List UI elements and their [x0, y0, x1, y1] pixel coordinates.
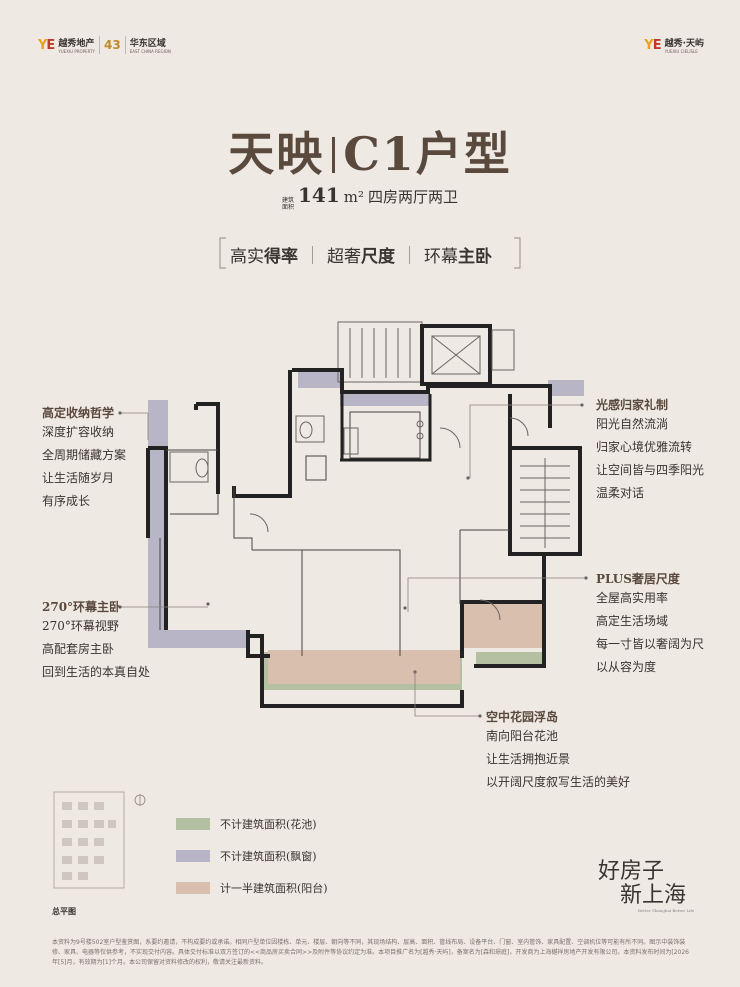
region-name-en: EAST CHINA REGION [129, 49, 171, 54]
legend-swatch [176, 882, 210, 894]
callout-entry: 光感归家礼制 阳光自然流淌 归家心境优雅流转 让空间皆与四季阳光 温柔对话 [596, 398, 705, 500]
callout-storage: 高定收纳哲学 深度扩容收纳 全周期储藏方案 让生活随岁月 有序成长 [42, 406, 127, 508]
brand-name: 越秀地产 [58, 39, 95, 49]
feature-tags: 高实得率 超奢尺度 环幕主卧 [218, 236, 522, 270]
project-name: 越秀·天屿 [664, 39, 704, 49]
project-logo: YE 越秀·天屿 YUEXIU CIELISLE [644, 36, 704, 55]
tag-3: 环幕主卧 [424, 247, 492, 267]
tag-2: 超奢尺度 [327, 247, 395, 267]
ye-logo-icon: YE [644, 37, 661, 53]
site-plan-label: 总平图 [52, 906, 76, 916]
logo-divider [124, 36, 126, 54]
legend-swatch [176, 850, 210, 862]
callout-plus: PLUS奢居尺度 全屋高实用率 高定生活场域 每一寸皆以奢阔为尺 以从容为度 [596, 572, 705, 674]
tag-bracket [219, 237, 521, 269]
legend-swatch [176, 818, 210, 830]
callout-heading: 270°环幕主卧 [42, 600, 122, 614]
area-unit: m² [343, 188, 364, 206]
layout-text: 四房两厅两卫 [368, 188, 459, 206]
anniversary-badge: 43 [103, 38, 121, 52]
legend-item: 不计建筑面积(花池) [176, 816, 328, 832]
balcony [268, 650, 460, 684]
area-line: 建筑面积 141 m² 四房两厅两卫 [281, 183, 459, 211]
logo-divider [98, 36, 100, 54]
legend-item: 不计建筑面积(飘窗) [176, 848, 328, 864]
callout-heading: 光感归家礼制 [596, 398, 669, 412]
legend: 不计建筑面积(花池) 不计建筑面积(飘窗) 计一半建筑面积(阳台) [176, 816, 328, 896]
legend-item: 计一半建筑面积(阳台) [176, 880, 328, 896]
slogan: 好房子 新上海 Better Shanghai Better Life [598, 859, 695, 914]
project-name-en: YUEXIU CIELISLE [664, 49, 698, 54]
callout-heading: 空中花园浮岛 [486, 710, 559, 724]
tag-1: 高实得率 [230, 247, 298, 267]
ye-logo-icon: YE [38, 37, 55, 53]
callout-master: 270°环幕主卧 270°环幕视野 高配套房主卧 回到生活的本真自处 [42, 600, 151, 679]
site-plan-map [53, 791, 146, 889]
disclaimer-text: 本资料为9号楼502室户型鉴赏图，系要约邀请，不构成要约或承诺。相同户型单位因楼… [52, 939, 689, 966]
callout-heading: 高定收纳哲学 [42, 406, 115, 420]
area-value: 141 [298, 183, 340, 207]
brand-name-en: YUEXIU PROPERTY [58, 49, 95, 54]
region-name: 华东区域 [129, 39, 166, 49]
callout-garden: 空中花园浮岛 南向阳台花池 让生活拥抱近景 以开阔尺度叙写生活的美好 [486, 710, 631, 789]
developer-logo: YE 越秀地产 YUEXIU PROPERTY 43 华东区域 EAST CHI… [38, 36, 171, 54]
floor-plan [146, 321, 584, 708]
callout-heading: PLUS奢居尺度 [596, 572, 680, 586]
